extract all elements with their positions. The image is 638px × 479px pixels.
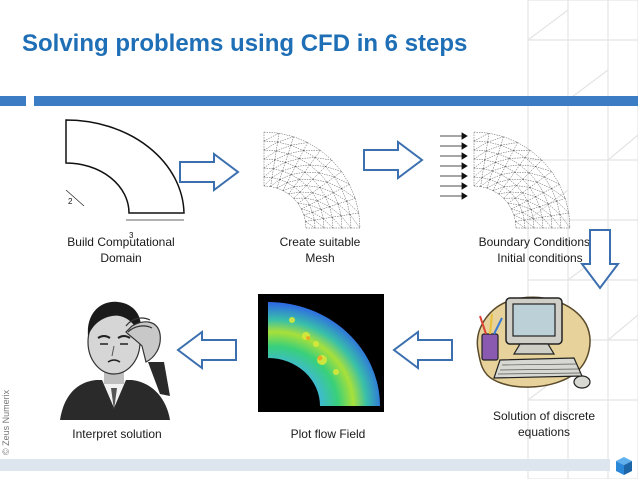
- down-arrow-icon: [580, 229, 620, 290]
- right-arrow-icon: [363, 140, 424, 180]
- page-title: Solving problems using CFD in 6 steps: [22, 30, 468, 57]
- left-arrow-icon: [392, 330, 453, 370]
- computer-icon: [476, 296, 591, 389]
- computational-domain-figure: 2 3: [65, 119, 185, 240]
- step-label-boundary-conditions: Boundary Conditions & Initial conditions: [478, 235, 602, 265]
- title-underline-bar: [34, 96, 638, 106]
- title-accent-bar: [0, 96, 26, 106]
- boundary-arrows: [440, 132, 468, 200]
- domain-label-large: 3: [129, 231, 134, 240]
- footer-bar: [0, 459, 610, 471]
- step-label-build-domain: Build Computational Domain: [67, 235, 175, 265]
- left-arrow-icon: [176, 330, 237, 370]
- mesh-boundary-figure: [473, 131, 571, 229]
- domain-label-small: 2: [68, 197, 73, 206]
- step-label-plot-flow: Plot flow Field: [290, 427, 366, 441]
- person-headache-icon: [60, 301, 170, 420]
- copyright-text: © Zeus Numerix: [1, 389, 11, 455]
- step-label-interpret: Interpret solution: [72, 427, 162, 441]
- step-label-solution: Solution of discrete equations: [492, 409, 596, 439]
- logo-cube-icon: [616, 457, 632, 475]
- mesh-figure: [263, 131, 361, 229]
- right-arrow-icon: [179, 152, 240, 192]
- flow-field-plot: [258, 294, 384, 412]
- step-label-create-mesh: Create suitable Mesh: [279, 235, 361, 265]
